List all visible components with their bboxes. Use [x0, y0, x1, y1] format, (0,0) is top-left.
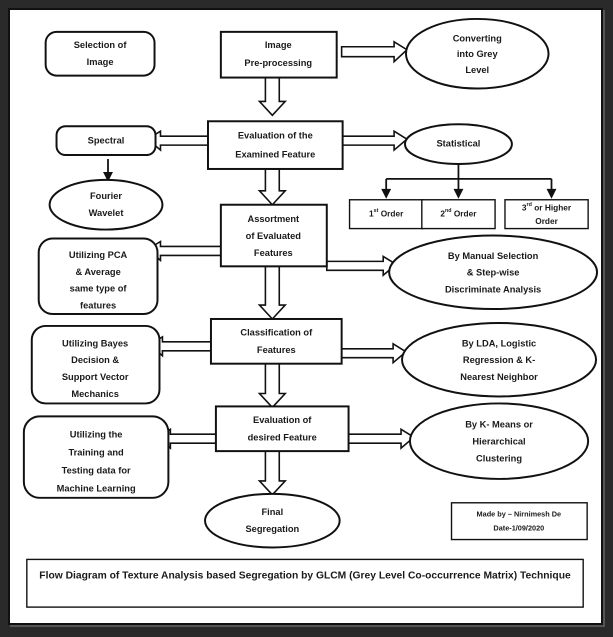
node-final-segregation-line1: Final — [261, 507, 283, 517]
connector-evaluation-to-spectral — [146, 129, 209, 152]
node-selection-of-image-line1: Selection of — [74, 40, 128, 50]
node-order-third-label: 3rd or Higher — [522, 203, 572, 213]
connector-preprocessing-to-evaluation — [257, 76, 288, 117]
node-order-third-base: 3 — [522, 203, 527, 213]
node-order-first-sup: st — [374, 209, 379, 215]
node-order-third-rest: or Higher — [532, 203, 572, 213]
node-kmeans-line3: Clustering — [476, 454, 522, 464]
caption-text: Flow Diagram of Texture Analysis based S… — [39, 570, 571, 582]
node-order-first-label: 1st Order — [369, 209, 404, 219]
node-classification-line1: Classification of — [240, 327, 313, 337]
node-converting-line2: into Grey — [457, 49, 499, 59]
node-lda-logistic[interactable]: By LDA, Logistic Regression & K- Nearest… — [401, 321, 598, 398]
node-utilizing-pca-line1: Utilizing PCA — [69, 250, 128, 260]
node-evaluation-desired-feature[interactable]: Evaluation of desired Feature — [214, 405, 350, 453]
node-classification-of-features[interactable]: Classification of Features — [209, 317, 343, 365]
node-order-second-rest: Order — [452, 209, 478, 219]
node-utilizing-bayes-line3: Support Vector — [62, 372, 129, 382]
node-fourier-line1: Fourier — [90, 191, 122, 201]
node-order-first[interactable]: 1st Order — [348, 199, 424, 230]
connector-evaluation-to-assortment — [257, 168, 288, 206]
node-manual-selection-line1: By Manual Selection — [448, 251, 539, 261]
node-lda-line2: Regression & K- — [463, 355, 535, 365]
node-evaluation-examined-line1: Evaluation of the — [238, 131, 313, 141]
node-order-second-base: 2 — [440, 209, 445, 219]
node-utilizing-bayes-line1: Utilizing Bayes — [62, 338, 128, 348]
node-spectral[interactable]: Spectral — [55, 125, 157, 157]
node-image-preprocessing-line2: Pre-processing — [244, 58, 312, 68]
node-final-segregation-line2: Segregation — [245, 524, 299, 534]
node-utilizing-training-line2: Training and — [68, 448, 124, 458]
node-spectral-label: Spectral — [88, 136, 125, 146]
node-lda-line3: Nearest Neighbor — [460, 372, 538, 382]
node-image-preprocessing-line1: Image — [265, 40, 292, 50]
node-kmeans-line2: Hierarchical — [472, 437, 525, 447]
connector-evaluation-desired-to-final — [257, 450, 288, 497]
connector-classification-to-evaluation-desired — [257, 361, 288, 409]
node-utilizing-bayes-line2: Decision & — [71, 355, 119, 365]
node-assortment-of-evaluated-features[interactable]: Assortment of Evaluated Features — [219, 203, 328, 268]
node-kmeans-hierarchical[interactable]: By K- Means or Hierarchical Clustering — [408, 402, 590, 480]
node-order-second-sup: nd — [445, 209, 452, 215]
node-order-third-line2: Order — [535, 216, 558, 226]
node-converting-into-grey-level[interactable]: Converting into Grey Level — [404, 17, 550, 90]
credit-date: Date-1/09/2020 — [493, 524, 544, 533]
node-utilizing-pca-line4: features — [80, 301, 116, 311]
node-utilizing-training-line1: Utilizing the — [70, 430, 123, 440]
node-manual-selection-line3: Discriminate Analysis — [445, 285, 541, 295]
node-utilizing-pca[interactable]: Utilizing PCA & Average same type of fea… — [37, 237, 159, 316]
node-order-second[interactable]: 2nd Order — [421, 199, 496, 230]
credit-made-by: Made by – Nirnimesh De — [477, 510, 562, 519]
node-assortment-line2: of Evaluated — [246, 231, 302, 241]
node-utilizing-pca-line2: & Average — [75, 267, 120, 277]
node-assortment-line3: Features — [254, 248, 293, 258]
connector-assortment-to-pca — [146, 240, 224, 263]
connector-spectral-to-fourier — [103, 159, 113, 182]
node-converting-line3: Level — [465, 65, 489, 75]
node-utilizing-bayes[interactable]: Utilizing Bayes Decision & Support Vecto… — [30, 324, 161, 405]
flowchart-svg: Selection of Image Image Pre-processing … — [22, 17, 599, 608]
node-lda-line1: By LDA, Logistic — [462, 338, 536, 348]
node-converting-line1: Converting — [453, 33, 502, 43]
node-order-third[interactable]: 3rd or Higher Order — [504, 199, 589, 230]
node-statistical[interactable]: Statistical — [404, 123, 513, 165]
node-assortment-line1: Assortment — [247, 214, 299, 224]
credit-box: Made by – Nirnimesh De Date-1/09/2020 — [450, 502, 588, 541]
node-statistical-label: Statistical — [436, 139, 480, 149]
node-order-first-base: 1 — [369, 209, 374, 219]
connector-assortment-to-classification — [257, 265, 288, 321]
node-order-first-rest: Order — [378, 209, 404, 219]
node-utilizing-training-line4: Machine Learning — [57, 483, 136, 493]
node-evaluation-examined-line2: Examined Feature — [235, 150, 315, 160]
node-utilizing-training-line3: Testing data for — [62, 465, 131, 475]
node-utilizing-training[interactable]: Utilizing the Training and Testing data … — [22, 415, 170, 499]
connector-assortment-to-manual — [325, 254, 398, 277]
node-fourier-line2: Wavelet — [89, 208, 124, 218]
node-selection-of-image-line2: Image — [87, 57, 114, 67]
caption-box: Flow Diagram of Texture Analysis based S… — [26, 558, 584, 608]
node-fourier-wavelet[interactable]: Fourier Wavelet — [48, 178, 164, 231]
node-manual-selection[interactable]: By Manual Selection & Step-wise Discrimi… — [388, 234, 599, 311]
node-selection-of-image[interactable]: Selection of Image — [44, 30, 156, 77]
node-evaluation-desired-line1: Evaluation of — [253, 415, 312, 425]
node-evaluation-examined-feature[interactable]: Evaluation of the Examined Feature — [206, 120, 344, 170]
node-utilizing-bayes-line4: Mechanics — [71, 389, 119, 399]
connector-evaluation-to-statistical — [341, 129, 409, 152]
node-manual-selection-line2: & Step-wise — [467, 268, 520, 278]
node-evaluation-desired-line2: desired Feature — [248, 433, 317, 443]
node-order-third-sup: rd — [527, 203, 532, 209]
diagram-canvas: Selection of Image Image Pre-processing … — [8, 8, 603, 625]
node-order-second-label: 2nd Order — [440, 209, 477, 219]
node-image-preprocessing[interactable]: Image Pre-processing — [219, 30, 338, 79]
node-final-segregation[interactable]: Final Segregation — [204, 492, 341, 549]
connector-classification-to-lda — [340, 342, 408, 365]
node-utilizing-pca-line3: same type of — [70, 284, 128, 294]
node-kmeans-line1: By K- Means or — [465, 420, 533, 430]
node-classification-line2: Features — [257, 345, 296, 355]
connector-statistical-to-orders — [381, 163, 557, 199]
connector-evaluation-desired-to-kmeans — [347, 427, 416, 450]
connector-preprocessing-to-converting — [340, 40, 409, 64]
